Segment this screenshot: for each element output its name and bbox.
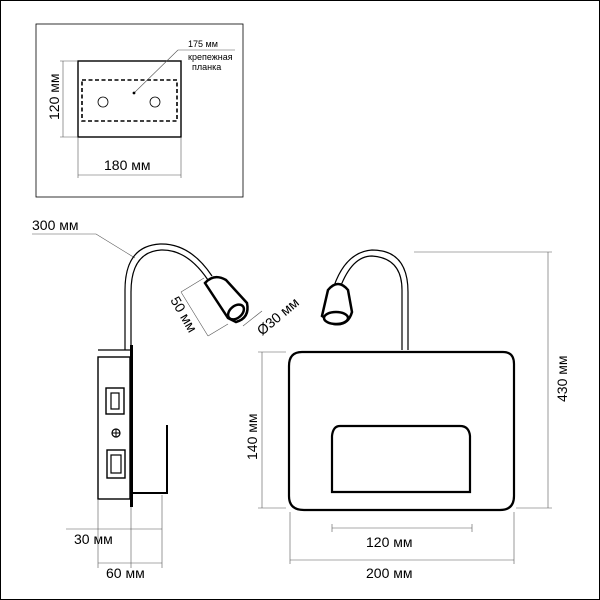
plate-width-label: 175 мм bbox=[188, 39, 218, 49]
total-height-label: 430 мм bbox=[554, 356, 570, 403]
leader-dot bbox=[132, 91, 136, 95]
plate-name-line2: планка bbox=[192, 62, 221, 72]
arm-leader bbox=[32, 233, 136, 259]
side-view: 300 мм 50 мм Ø30 мм bbox=[32, 217, 302, 581]
front-panel-window bbox=[330, 424, 472, 494]
flexible-arm-inner bbox=[130, 249, 209, 350]
front-arm-outer bbox=[339, 255, 403, 350]
front-width-label: 200 мм bbox=[366, 565, 413, 581]
depth-inner-label: 30 мм bbox=[74, 531, 113, 547]
screw-hole-right bbox=[149, 96, 161, 108]
switch-icon bbox=[110, 392, 120, 410]
mount-bracket-side bbox=[133, 425, 168, 494]
lamp-head-side bbox=[203, 275, 249, 324]
wall-plate-side bbox=[130, 345, 133, 507]
head-diameter-label: Ø30 мм bbox=[254, 294, 302, 338]
front-arm-inner bbox=[333, 249, 409, 350]
inner-width-label: 120 мм bbox=[366, 534, 413, 550]
lamp-lens bbox=[226, 303, 246, 321]
arm-length-label: 300 мм bbox=[32, 217, 79, 233]
head-length-dim bbox=[180, 291, 209, 337]
flexible-arm-outer bbox=[124, 243, 213, 350]
screw-hole-left bbox=[97, 96, 109, 108]
mount-plate-outline bbox=[77, 60, 182, 138]
mount-plate-inset: 175 мм крепежная планка 120 мм 180 мм bbox=[35, 23, 244, 198]
plate-width-total-label: 180 мм bbox=[104, 157, 151, 173]
plate-height-label: 120 мм bbox=[46, 74, 62, 121]
head-length-label: 50 мм bbox=[167, 294, 200, 336]
inset-frame bbox=[35, 23, 244, 198]
head-diameter-dim bbox=[242, 310, 263, 327]
plate-name-line1: крепежная bbox=[188, 52, 233, 62]
usb-port-icon bbox=[110, 454, 122, 474]
front-height-label: 140 мм bbox=[244, 414, 260, 461]
front-view: 140 мм 430 мм 120 мм 200 мм bbox=[244, 249, 570, 581]
plate-leader-line bbox=[133, 49, 179, 94]
depth-outer-label: 60 мм bbox=[106, 565, 145, 581]
front-lens bbox=[322, 310, 350, 326]
mounting-bracket-dashed bbox=[81, 79, 178, 122]
lamp-head-front bbox=[320, 282, 354, 326]
